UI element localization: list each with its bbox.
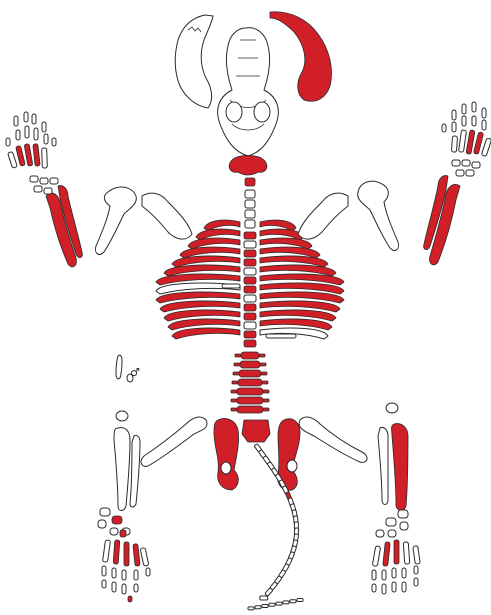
lumbar-process bbox=[263, 390, 269, 393]
costal-cartilage bbox=[222, 284, 240, 288]
right-phalanges bbox=[442, 102, 486, 132]
right-metatarsals bbox=[372, 540, 420, 566]
left-metacarpals bbox=[8, 144, 48, 169]
thoracic-vertebra bbox=[244, 268, 256, 275]
left-phalanges-hind bbox=[102, 566, 150, 602]
left-orbit bbox=[226, 102, 242, 122]
sacrum bbox=[242, 420, 270, 442]
right-mandible bbox=[270, 12, 332, 101]
lumbar-vertebra bbox=[237, 406, 263, 413]
caudal-vertebra bbox=[248, 607, 254, 610]
caudal-vertebra bbox=[262, 605, 268, 608]
thoracic-vertebra bbox=[244, 232, 256, 239]
left-scapula bbox=[142, 193, 192, 239]
lumbar-vertebra bbox=[237, 397, 263, 404]
lumbar-process bbox=[262, 381, 268, 384]
lumbar-vertebra bbox=[238, 379, 262, 386]
thoracic-vertebra bbox=[244, 331, 256, 338]
thoracic-vertebra bbox=[244, 250, 256, 257]
cervical-vertebra bbox=[245, 210, 255, 218]
left-humerus bbox=[95, 187, 136, 254]
loose-elements: ♂ bbox=[116, 355, 140, 382]
thoracic-vertebra bbox=[244, 313, 256, 320]
cervical-vertebra bbox=[245, 190, 255, 198]
caudal-vertebra bbox=[269, 603, 275, 606]
left-tibia bbox=[114, 428, 130, 511]
caudal-vertebra bbox=[276, 602, 282, 605]
lumbar-vertebra bbox=[241, 352, 259, 359]
left-fibula bbox=[130, 435, 140, 507]
lumbar-process bbox=[263, 408, 269, 411]
baculum bbox=[116, 355, 122, 379]
caudal-vertebra bbox=[297, 599, 303, 602]
lumbar-process bbox=[231, 408, 237, 411]
right-tibia bbox=[392, 424, 409, 511]
right-obturator bbox=[287, 460, 297, 472]
caudal-vertebra bbox=[265, 588, 273, 597]
left-hindlimb bbox=[98, 411, 207, 602]
right-femur bbox=[299, 417, 367, 462]
left-femur bbox=[141, 417, 207, 466]
thoracic-vertebra bbox=[244, 241, 256, 248]
cranium bbox=[218, 28, 279, 156]
left-innominate bbox=[214, 418, 239, 490]
thoracic-vertebra bbox=[244, 322, 256, 329]
caudal-vertebra bbox=[260, 596, 268, 600]
thoracic-vertebra bbox=[244, 286, 256, 293]
pelvis bbox=[214, 418, 300, 490]
skull bbox=[175, 12, 331, 175]
left-obturator bbox=[221, 462, 231, 474]
lumbar-process bbox=[263, 399, 269, 402]
caudal-vertebra bbox=[283, 601, 289, 604]
right-forelimb bbox=[298, 102, 491, 265]
right-metacarpals bbox=[451, 130, 491, 157]
cervical-vertebra bbox=[245, 200, 255, 208]
lumbar-process bbox=[232, 381, 238, 384]
thoracic-vertebra bbox=[244, 277, 256, 284]
lumbar-process bbox=[260, 363, 266, 366]
caudal-vertebra bbox=[290, 600, 296, 603]
thoracic-vertebra bbox=[244, 304, 256, 311]
lumbar-vertebra bbox=[239, 370, 261, 377]
lumbar-process bbox=[234, 363, 240, 366]
thoracic-vertebra bbox=[244, 259, 256, 266]
right-carpals bbox=[452, 160, 480, 176]
left-forelimb bbox=[6, 112, 192, 267]
left-rib bbox=[172, 328, 240, 339]
left-mandible bbox=[175, 15, 213, 108]
right-orbit bbox=[254, 102, 270, 122]
lumbar-vertebra bbox=[240, 361, 260, 368]
atlas bbox=[229, 156, 267, 176]
sex-symbol: ♂ bbox=[130, 366, 140, 379]
thoracic-vertebra bbox=[244, 340, 256, 347]
costal-cartilage bbox=[266, 334, 296, 338]
lumbar-vertebra bbox=[237, 388, 263, 395]
right-scapula bbox=[298, 193, 348, 239]
lumbar-process bbox=[231, 399, 237, 402]
lumbar-process bbox=[259, 354, 265, 357]
lumbar-process bbox=[231, 390, 237, 393]
left-patella bbox=[116, 411, 128, 421]
caudal-vertebra bbox=[255, 606, 261, 609]
left-metatarsals bbox=[102, 530, 148, 566]
right-phalanges-hind bbox=[372, 566, 418, 594]
left-phalanges bbox=[6, 112, 56, 146]
cervical-vertebra bbox=[245, 178, 255, 186]
cervical-vertebra bbox=[245, 220, 255, 228]
lumbar-process bbox=[235, 354, 241, 357]
left-carpals bbox=[30, 176, 58, 194]
right-hindlimb bbox=[299, 403, 420, 594]
right-humerus bbox=[358, 181, 399, 250]
lumbar-process bbox=[233, 372, 239, 375]
right-tarsals bbox=[376, 510, 408, 537]
lumbar-process bbox=[261, 372, 267, 375]
right-patella bbox=[386, 403, 398, 413]
thoracic-vertebra bbox=[244, 295, 256, 302]
right-fibula bbox=[378, 427, 388, 504]
